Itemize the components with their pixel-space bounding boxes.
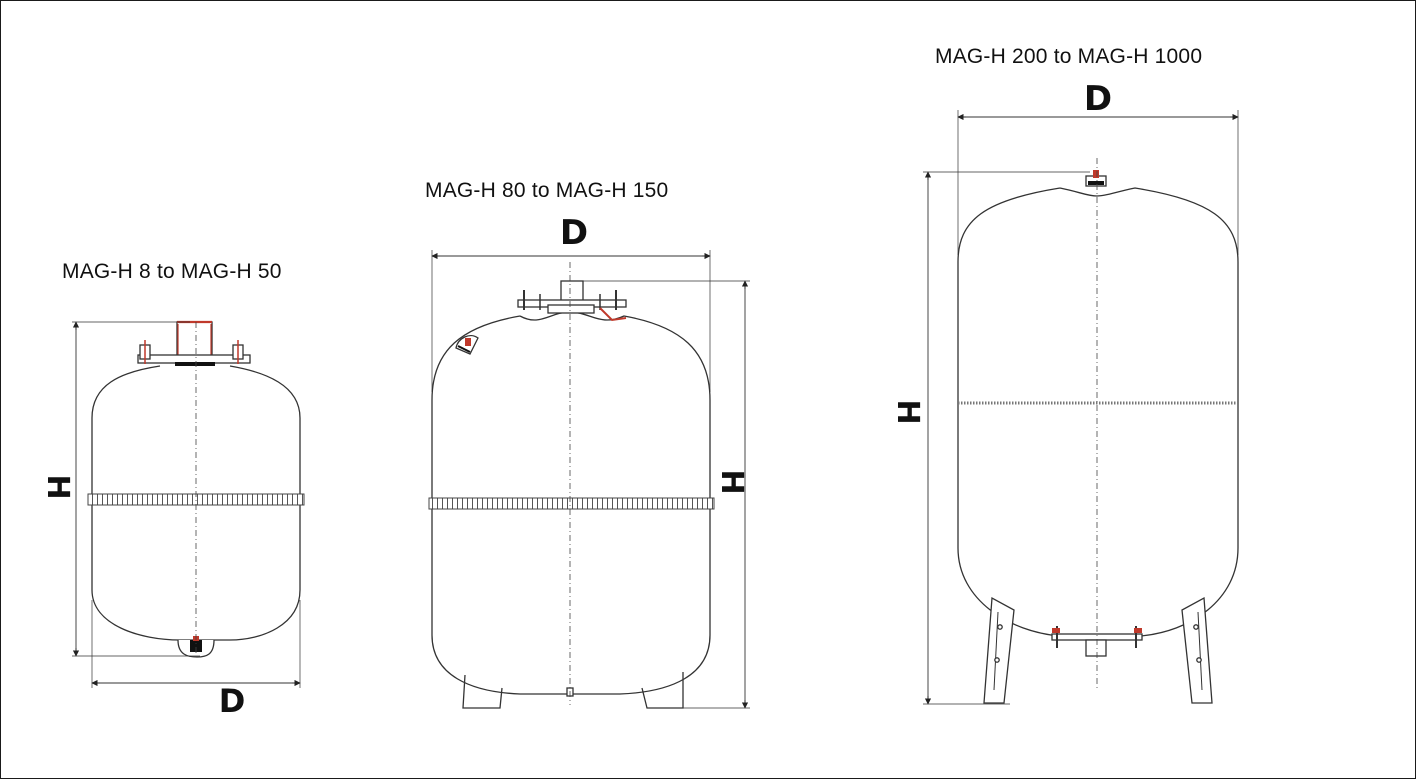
small-vessel — [72, 320, 305, 688]
medium-vessel-left-leg — [462, 674, 503, 709]
medium-vessel-diameter-label: D — [560, 213, 588, 253]
large-vessel-body — [957, 187, 1239, 637]
small-vessel-diameter-label: D — [219, 682, 246, 720]
medium-vessel-body — [431, 311, 711, 695]
title-medium-vessel: MAG-H 80 to MAG-H 150 — [425, 179, 669, 202]
dimension-arrows — [72, 113, 1239, 709]
medium-vessel-seam — [428, 497, 715, 510]
large-vessel-bottom-flange — [1051, 626, 1143, 657]
large-vessel — [923, 110, 1239, 705]
large-vessel-top-valve — [1085, 170, 1107, 187]
medium-vessel — [428, 250, 750, 709]
large-vessel-left-leg — [983, 596, 1015, 704]
medium-vessel-top-flange — [517, 280, 627, 322]
small-vessel-height-label: H — [40, 474, 75, 499]
medium-vessel-right-leg — [641, 672, 684, 709]
title-small-vessel: MAG-H 8 to MAG-H 50 — [62, 260, 282, 283]
large-vessel-height-label: H — [890, 399, 925, 424]
small-vessel-top-flange — [137, 320, 251, 366]
medium-vessel-side-valve — [455, 334, 479, 355]
large-vessel-right-leg — [1181, 596, 1213, 704]
title-large-vessel: MAG-H 200 to MAG-H 1000 — [935, 45, 1203, 68]
large-vessel-diameter-label: D — [1084, 79, 1112, 119]
medium-vessel-height-label: H — [714, 469, 749, 494]
